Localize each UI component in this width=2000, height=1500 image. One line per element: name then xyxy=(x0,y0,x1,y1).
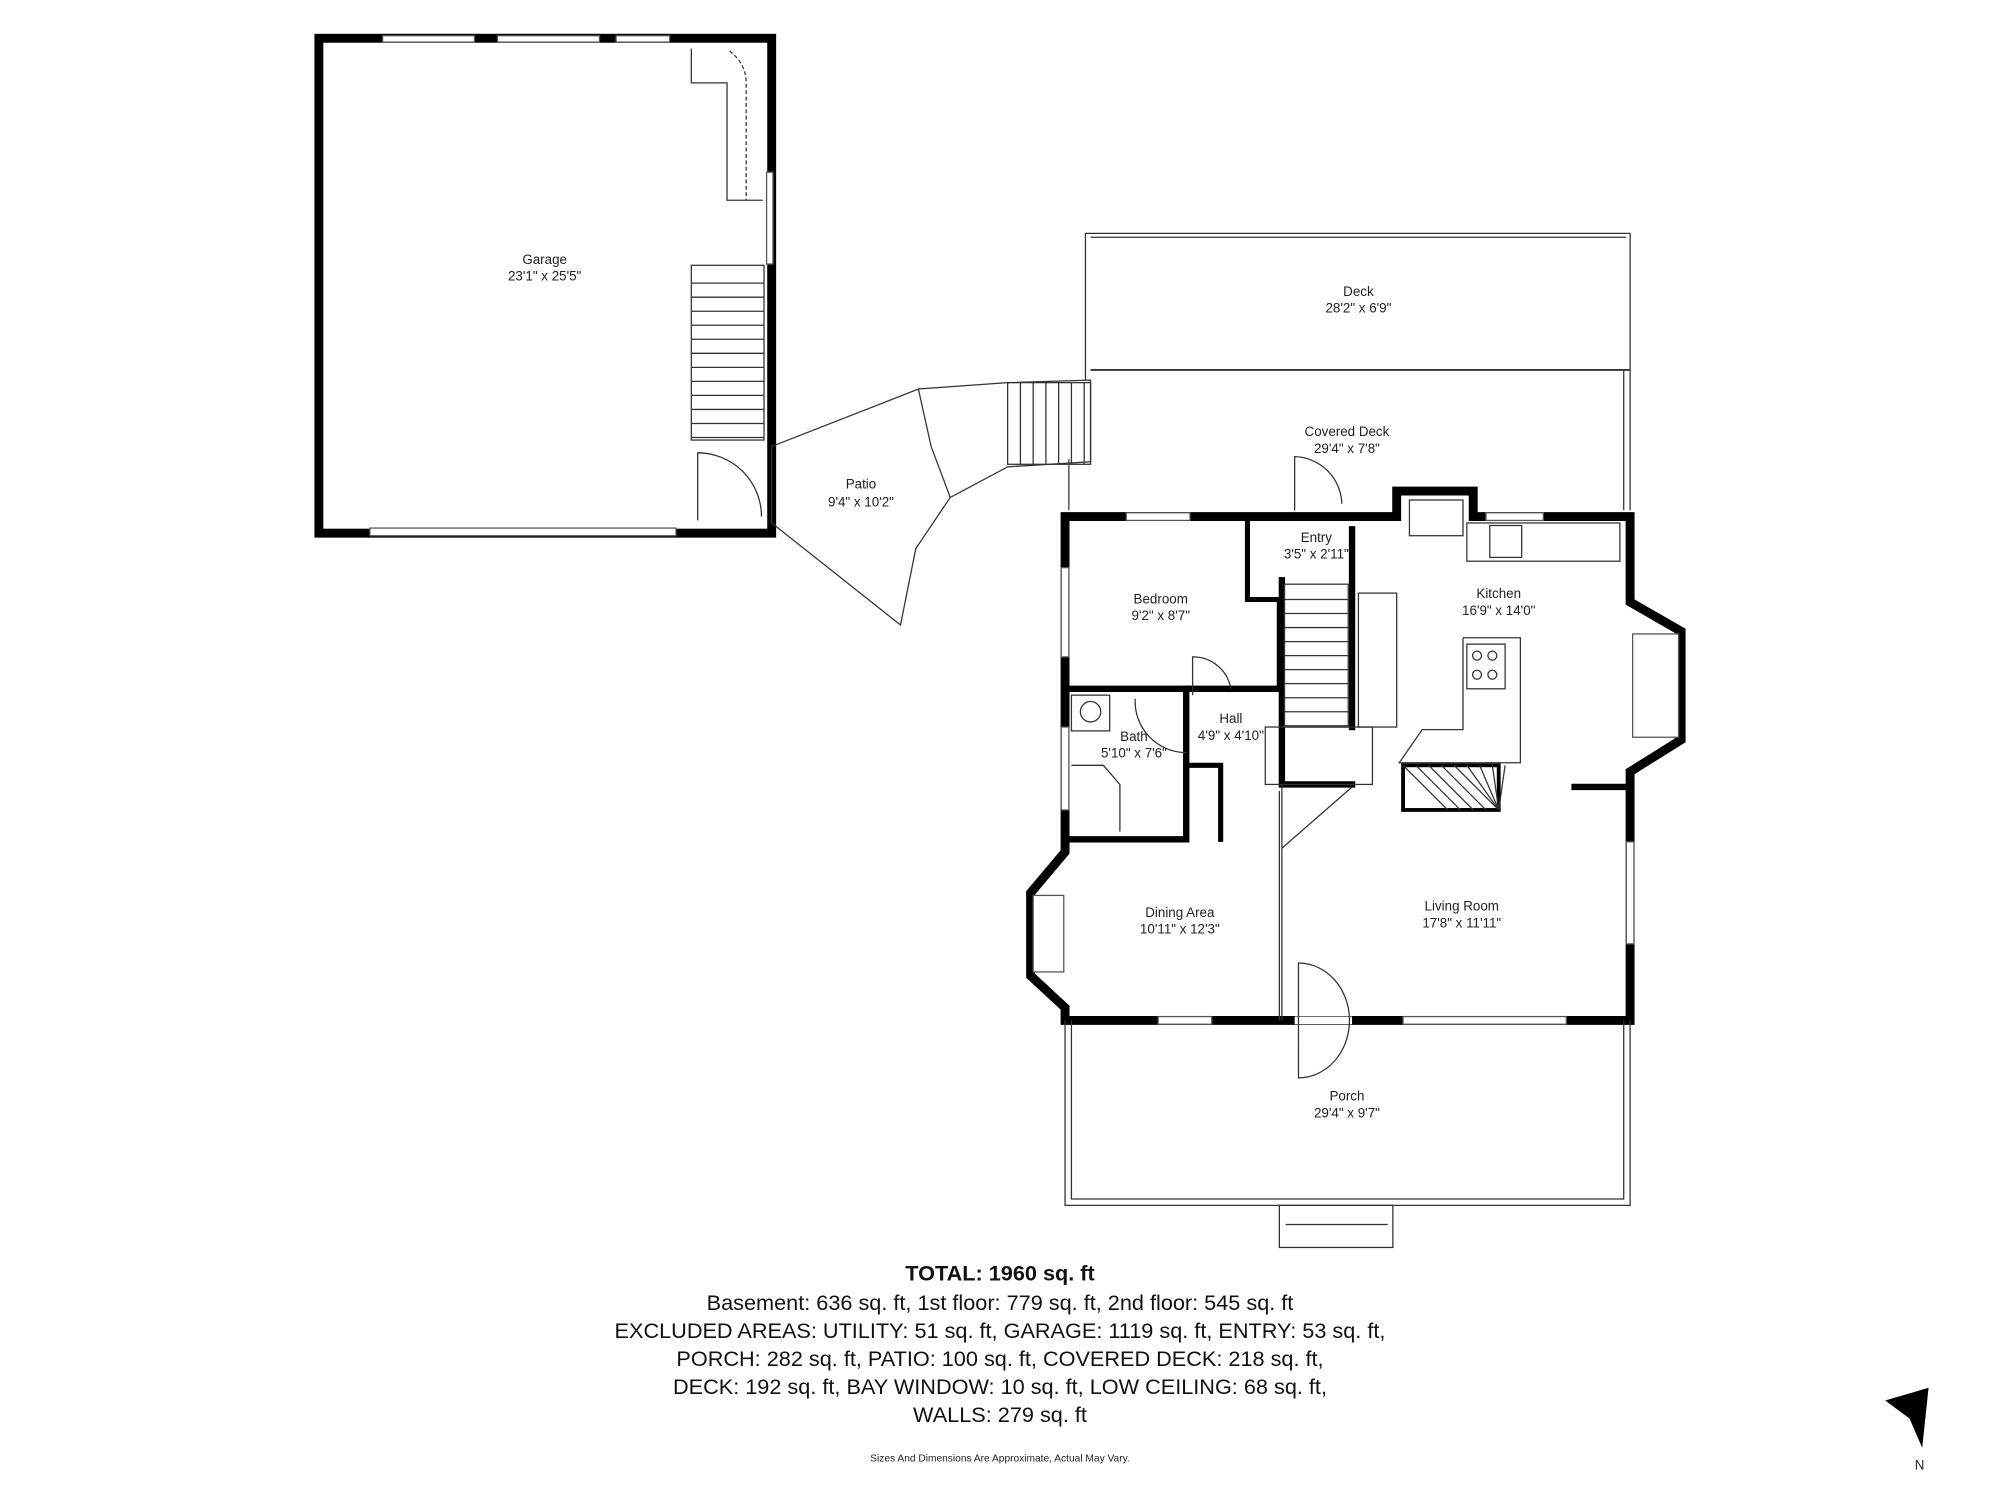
room-labels: Garage 23'1" x 25'5" Deck 28'2" x 6'9" C… xyxy=(508,252,1536,1120)
porch-label: Porch xyxy=(1329,1089,1364,1104)
area-summary: TOTAL: 1960 sq. ft Basement: 636 sq. ft,… xyxy=(615,1261,1386,1465)
fireplace xyxy=(1401,763,1506,812)
entry-label: Entry xyxy=(1301,530,1333,545)
hall-dims: 4'9" x 4'10" xyxy=(1198,728,1264,743)
kitchen-label: Kitchen xyxy=(1476,586,1521,601)
stair-tread xyxy=(1440,764,1487,811)
kitchen-dims: 16'9" x 14'0" xyxy=(1462,603,1536,618)
living-label: Living Room xyxy=(1425,899,1499,914)
garage-label: Garage xyxy=(522,252,567,267)
deck-label: Deck xyxy=(1343,284,1374,299)
garage-dims: 23'1" x 25'5" xyxy=(508,269,582,284)
deck xyxy=(1084,232,1631,381)
bedroom-label: Bedroom xyxy=(1134,591,1188,606)
summary-line: WALLS: 279 sq. ft xyxy=(913,1402,1087,1427)
deck-dims: 28'2" x 6'9" xyxy=(1325,301,1391,316)
stair-tread xyxy=(1415,764,1461,811)
entry-dims: 3'5" x 2'11" xyxy=(1284,547,1349,562)
porch-dims: 29'4" x 9'7" xyxy=(1314,1105,1380,1120)
north-arrow-icon: N xyxy=(1885,1387,1929,1472)
summary-line: EXCLUDED AREAS: UTILITY: 51 sq. ft, GARA… xyxy=(615,1318,1386,1343)
patio-label: Patio xyxy=(846,477,877,492)
house-walls xyxy=(1026,486,1686,1079)
patio xyxy=(771,379,1092,627)
total-area: TOTAL: 1960 sq. ft xyxy=(905,1261,1094,1286)
bath-label: Bath xyxy=(1120,729,1148,744)
stove-icon xyxy=(1466,643,1506,690)
stair-tread xyxy=(1498,765,1506,811)
stair-tread xyxy=(1428,764,1474,811)
covered-deck-dims: 29'4" x 7'8" xyxy=(1314,441,1380,456)
garage xyxy=(314,33,777,538)
summary-line: Basement: 636 sq. ft, 1st floor: 779 sq.… xyxy=(707,1290,1294,1315)
north-label: N xyxy=(1915,1457,1925,1472)
stair-tread xyxy=(1453,764,1500,811)
summary-line: DECK: 192 sq. ft, BAY WINDOW: 10 sq. ft,… xyxy=(673,1374,1327,1399)
bedroom-dims: 9'2" x 8'7" xyxy=(1131,608,1190,623)
dining-label: Dining Area xyxy=(1145,905,1215,920)
covered-deck-label: Covered Deck xyxy=(1305,424,1390,439)
stair-tread xyxy=(1466,764,1500,811)
svg-text:23'1" x 25'5": 23'1" x 25'5" xyxy=(508,269,582,284)
summary-line: PORCH: 282 sq. ft, PATIO: 100 sq. ft, CO… xyxy=(676,1346,1323,1371)
covered-deck xyxy=(1068,369,1631,511)
patio-dims: 9'4" x 10'2" xyxy=(828,494,894,509)
garage-stairs xyxy=(690,264,765,441)
dining-dims: 10'11" x 12'3" xyxy=(1140,922,1220,937)
hall-label: Hall xyxy=(1219,711,1242,726)
svg-text:Garage: Garage xyxy=(522,252,567,267)
interior-stairs xyxy=(1264,583,1374,786)
porch xyxy=(1064,1020,1631,1249)
stair-tread xyxy=(1491,765,1500,811)
stair-tread xyxy=(1402,764,1449,811)
sink-icon xyxy=(1079,700,1102,723)
bath-dims: 5'10" x 7'6" xyxy=(1101,746,1167,761)
stair-tread xyxy=(1479,765,1500,811)
living-dims: 17'8" x 11'11" xyxy=(1422,915,1501,930)
disclaimer: Sizes And Dimensions Are Approximate, Ac… xyxy=(870,1454,1130,1465)
